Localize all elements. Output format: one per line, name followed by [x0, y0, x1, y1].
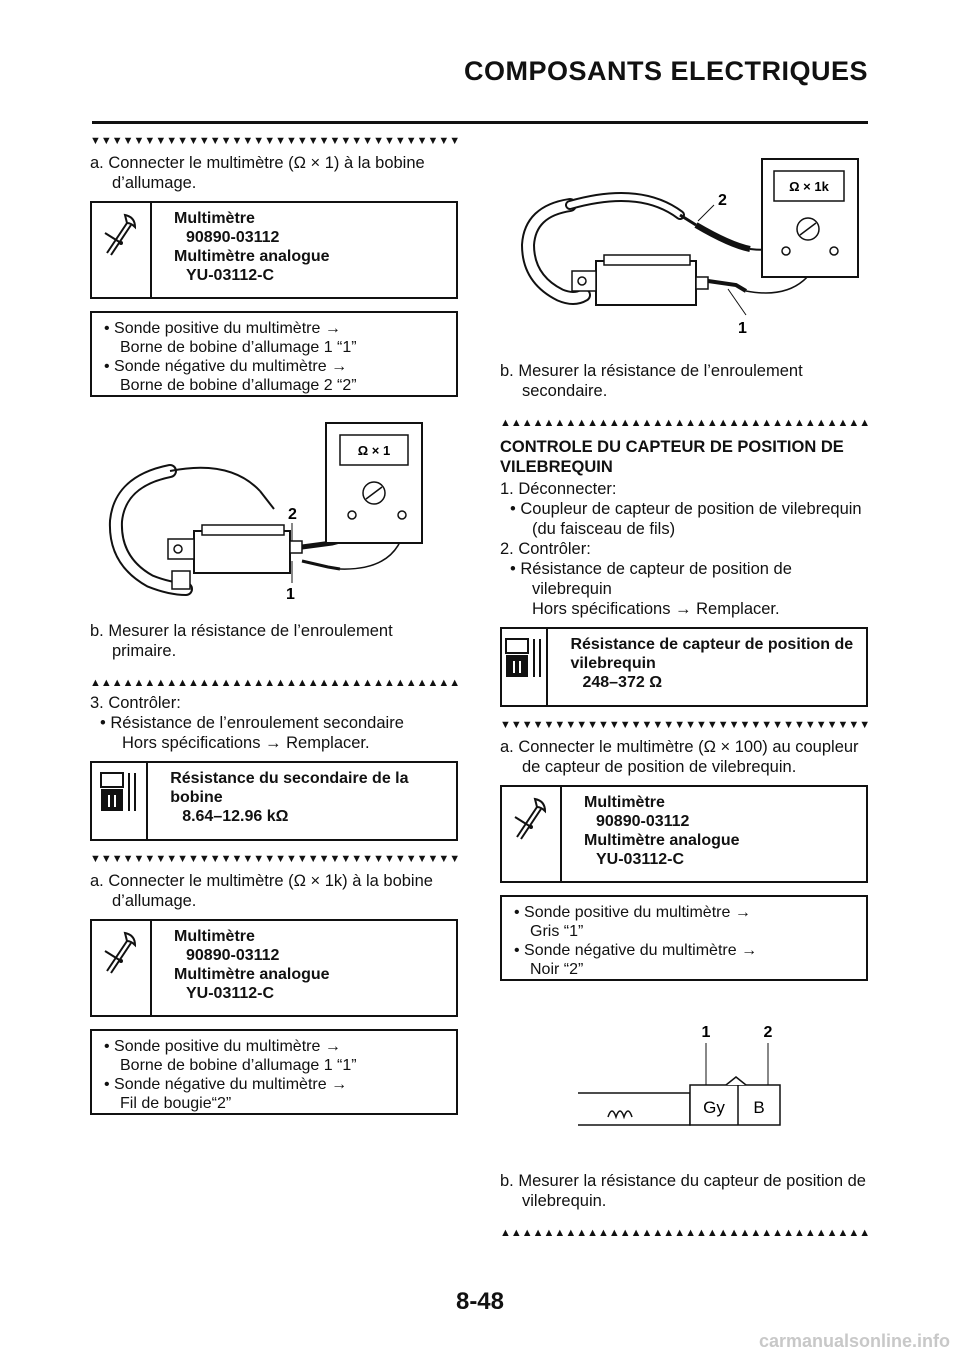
step-a2: a. Connecter le multimètre (Ω × 1k) à la…	[90, 872, 433, 910]
note-line: Gris “1”	[530, 923, 584, 940]
step-2-item: • Résistance de capteur de position de v…	[510, 560, 792, 598]
wire-color-gray: Gy	[703, 1098, 725, 1117]
note-line: Fil de bougie“2”	[120, 1095, 232, 1112]
note-line: Borne de bobine d’allumage 1 “1”	[120, 339, 357, 356]
step-a3: a. Connecter le multimètre (Ω × 100) au …	[500, 738, 859, 776]
tool-icon	[502, 787, 562, 881]
left-column: ▼▼▼▼▼▼▼▼▼▼▼▼▼▼▼▼▼▼▼▼▼▼▼▼▼▼▼▼▼▼▼▼▼▼▼▼▼▼▼▼…	[90, 135, 458, 1115]
note-line: Borne de bobine d’allumage 2 “2”	[120, 377, 357, 394]
specification-icon	[92, 763, 149, 839]
note-box-3: • Sonde positive du multimètre → Gris “1…	[500, 895, 868, 981]
ignition-coil-figure-2: Ω × 1k 2 1	[520, 158, 859, 337]
wire-color-black: B	[753, 1098, 764, 1117]
tool-box-1: Multimètre 90890-03112 Multimètre analog…	[90, 201, 458, 299]
spec-value: 248–372 Ω	[582, 674, 663, 691]
right-column: Ω × 1k 2 1 b. Mesurer la résistance de l…	[500, 135, 868, 1239]
page-number: 8-48	[455, 1288, 505, 1315]
tool-box-2: Multimètre 90890-03112 Multimètre analog…	[90, 919, 458, 1017]
step-1: 1. Déconnecter:	[500, 480, 617, 498]
start-marker: ▼▼▼▼▼▼▼▼▼▼▼▼▼▼▼▼▼▼▼▼▼▼▼▼▼▼▼▼▼▼▼▼▼▼▼▼▼▼▼▼	[500, 719, 868, 731]
tool-code: 90890-03112	[186, 229, 280, 246]
note-line: • Sonde positive du multimètre →	[104, 1038, 341, 1055]
note-box-1: • Sonde positive du multimètre → Borne d…	[90, 311, 458, 397]
end-marker: ▲▲▲▲▲▲▲▲▲▲▲▲▲▲▲▲▲▲▲▲▲▲▲▲▲▲▲▲▲▲▲▲▲▲▲▲▲▲▲▲	[90, 677, 458, 689]
header-rule	[92, 121, 868, 124]
tool-name: Multimètre analogue	[174, 966, 330, 983]
note-line: • Sonde positive du multimètre →	[514, 904, 751, 921]
end-marker: ▲▲▲▲▲▲▲▲▲▲▲▲▲▲▲▲▲▲▲▲▲▲▲▲▲▲▲▲▲▲▲▲▲▲▲▲▲▲▲▲	[500, 1227, 868, 1239]
specification-icon	[502, 629, 549, 705]
step-1-item: • Coupleur de capteur de position de vil…	[510, 500, 862, 518]
figure-callout-1: 1	[738, 320, 747, 337]
tool-icon	[92, 203, 152, 297]
meter-range-label: Ω × 1	[358, 443, 390, 458]
section-heading: CONTROLE DU CAPTEUR DE POSITION DE VILEB…	[500, 438, 844, 476]
spec-box-1: Résistance du secondaire de la bobine 8.…	[90, 761, 458, 841]
step-b1: b. Mesurer la résistance de l’enroulemen…	[90, 622, 393, 660]
figure-callout-2: 2	[764, 1024, 773, 1041]
tool-name: Multimètre	[584, 794, 665, 811]
figure-callout-1: 1	[286, 586, 295, 603]
tool-code: YU-03112-C	[596, 851, 685, 868]
spec-value: 8.64–12.96 kΩ	[182, 808, 289, 825]
step-b3: b. Mesurer la résistance du capteur de p…	[500, 1172, 866, 1210]
step-2: 2. Contrôler:	[500, 540, 591, 558]
meter-range-label: Ω × 1k	[789, 179, 829, 194]
tool-code: 90890-03112	[186, 947, 280, 964]
step-b2: b. Mesurer la résistance de l’enroulemen…	[500, 362, 803, 400]
note-line: • Sonde négative du multimètre →	[104, 358, 348, 375]
tool-name: Multimètre analogue	[174, 248, 330, 265]
page-title: COMPOSANTS ELECTRIQUES	[463, 56, 868, 86]
spec-title: Résistance du secondaire de la bobine	[170, 770, 409, 806]
step-1-sub: (du faisceau de fils)	[532, 520, 676, 538]
note-line: • Sonde négative du multimètre →	[514, 942, 758, 959]
tool-code: YU-03112-C	[186, 985, 275, 1002]
tool-code: 90890-03112	[596, 813, 690, 830]
step-2-action: Hors spécifications → Remplacer.	[532, 600, 780, 618]
note-box-2: • Sonde positive du multimètre → Borne d…	[90, 1029, 458, 1115]
start-marker: ▼▼▼▼▼▼▼▼▼▼▼▼▼▼▼▼▼▼▼▼▼▼▼▼▼▼▼▼▼▼▼▼▼▼▼▼▼▼▼▼	[90, 135, 458, 147]
footer-watermark[interactable]: carmanualsonline.info	[758, 1331, 950, 1351]
tool-box-3: Multimètre 90890-03112 Multimètre analog…	[500, 785, 868, 883]
coupler-figure: 1 2 Gy B	[578, 1024, 781, 1126]
step-3-action: Hors spécifications → Remplacer.	[122, 734, 370, 752]
spec-title: Résistance de capteur de position de vil…	[570, 636, 854, 672]
step-3: 3. Contrôler:	[90, 694, 181, 712]
step-a1: a. Connecter le multimètre (Ω × 1) à la …	[90, 154, 425, 192]
ignition-coil-figure-1: Ω × 1 2 1	[108, 422, 423, 603]
end-marker: ▲▲▲▲▲▲▲▲▲▲▲▲▲▲▲▲▲▲▲▲▲▲▲▲▲▲▲▲▲▲▲▲▲▲▲▲▲▲▲▲	[500, 417, 868, 429]
note-line: • Sonde négative du multimètre →	[104, 1076, 348, 1093]
note-line: • Sonde positive du multimètre →	[104, 320, 341, 337]
start-marker: ▼▼▼▼▼▼▼▼▼▼▼▼▼▼▼▼▼▼▼▼▼▼▼▼▼▼▼▼▼▼▼▼▼▼▼▼▼▼▼▼	[90, 853, 458, 865]
step-3-item: • Résistance de l’enroulement secondaire	[100, 714, 404, 732]
note-line: Noir “2”	[530, 961, 584, 978]
figure-callout-1: 1	[702, 1024, 711, 1041]
figure-callout-2: 2	[288, 506, 297, 523]
tool-code: YU-03112-C	[186, 267, 275, 284]
tool-name: Multimètre	[174, 210, 255, 227]
tool-icon	[92, 921, 152, 1015]
tool-name: Multimètre analogue	[584, 832, 740, 849]
tool-name: Multimètre	[174, 928, 255, 945]
figure-callout-2: 2	[718, 192, 727, 209]
spec-box-2: Résistance de capteur de position de vil…	[500, 627, 868, 707]
note-line: Borne de bobine d’allumage 1 “1”	[120, 1057, 357, 1074]
